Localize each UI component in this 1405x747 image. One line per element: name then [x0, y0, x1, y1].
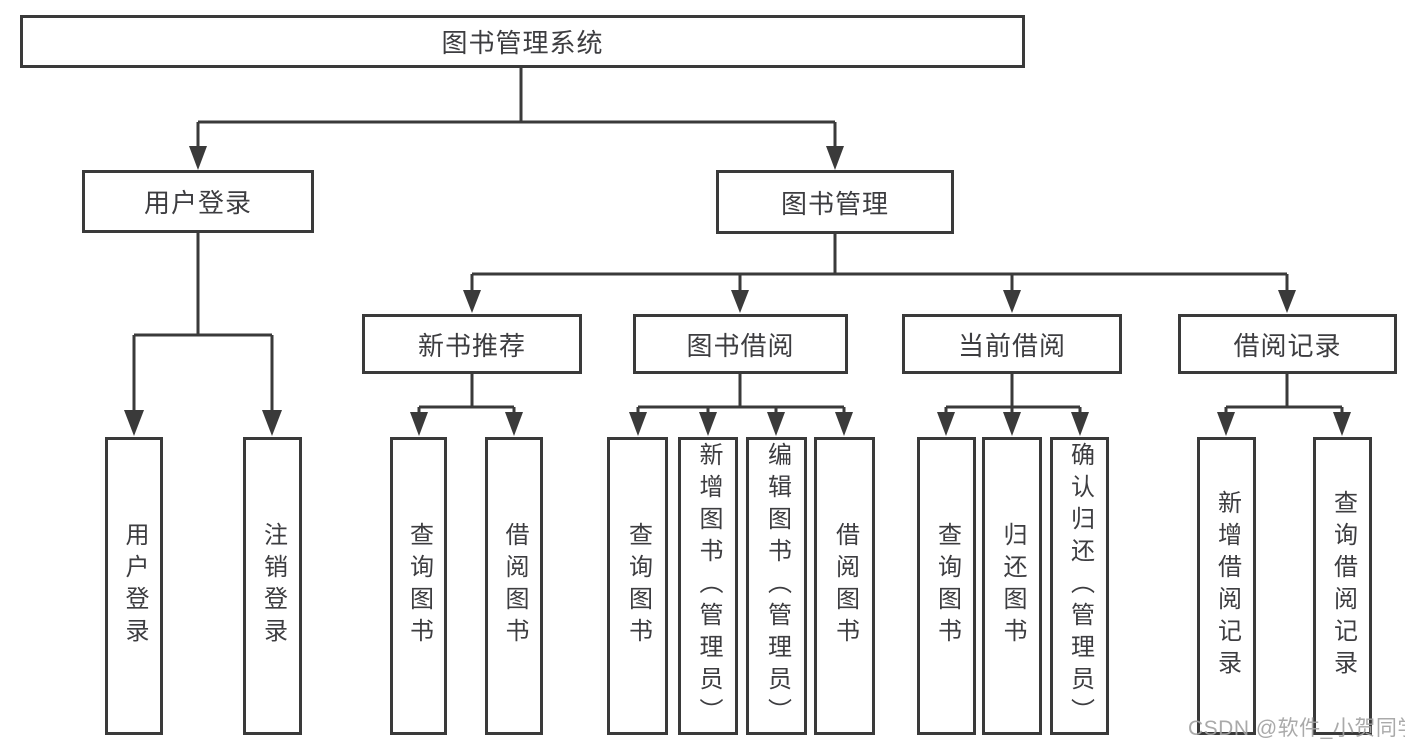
node-return-books: 归还图书 [982, 437, 1042, 735]
node-confirm-return-admin: 确认归还（管理员） [1050, 437, 1109, 735]
node-query-borrow-record: 查询借阅记录 [1313, 437, 1372, 735]
node-user-login: 用户登录 [82, 170, 314, 233]
node-library-system: 图书管理系统 [20, 15, 1025, 68]
node-query-books-borrowing: 查询图书 [607, 437, 668, 735]
node-current-borrowing: 当前借阅 [902, 314, 1122, 374]
node-query-books-current: 查询图书 [917, 437, 976, 735]
node-add-borrow-record: 新增借阅记录 [1197, 437, 1256, 735]
arrowheads [124, 146, 1351, 436]
watermark: CSDN @软件_小贺同学 [1188, 717, 1405, 740]
node-logout: 注销登录 [243, 437, 302, 735]
node-query-books-recommend: 查询图书 [390, 437, 447, 735]
node-borrow-books-borrowing: 借阅图书 [814, 437, 875, 735]
node-borrow-books-recommend: 借阅图书 [485, 437, 543, 735]
node-borrowing-records: 借阅记录 [1178, 314, 1397, 374]
node-book-management: 图书管理 [716, 170, 954, 234]
node-edit-books-admin: 编辑图书（管理员） [746, 437, 807, 735]
node-add-books-admin: 新增图书（管理员） [678, 437, 738, 735]
node-user-login-leaf: 用户登录 [105, 437, 163, 735]
node-book-borrowing: 图书借阅 [633, 314, 848, 374]
node-new-book-recommendation: 新书推荐 [362, 314, 582, 374]
